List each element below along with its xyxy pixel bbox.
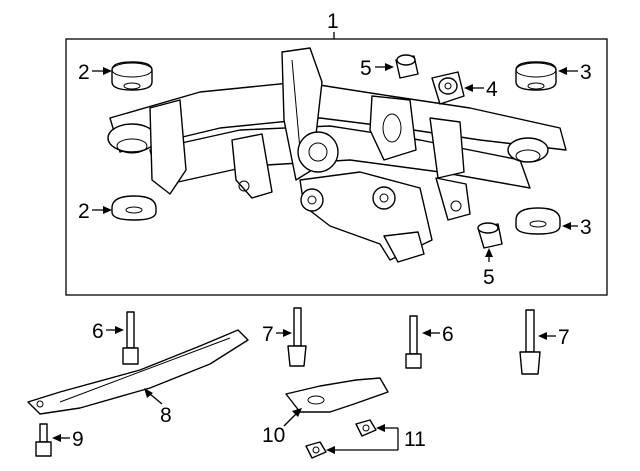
callout-9: 9 xyxy=(72,428,84,451)
bushing-5-upper xyxy=(395,54,419,79)
bolt-7-right xyxy=(519,309,541,375)
callout-7-right: 7 xyxy=(558,326,570,349)
bracket-10 xyxy=(285,377,389,413)
insulator-upper-left xyxy=(111,61,153,91)
bolt-7-left xyxy=(287,307,307,367)
callout-10: 10 xyxy=(262,424,285,447)
callout-6-right: 6 xyxy=(442,323,454,346)
bolt-6-left xyxy=(122,311,139,365)
bushing-5-lower xyxy=(477,222,503,249)
callout-8: 8 xyxy=(160,404,172,427)
callout-3-lower: 3 xyxy=(580,216,592,239)
leader-lines xyxy=(52,63,578,454)
stud-9 xyxy=(35,423,52,457)
callout-11: 11 xyxy=(404,428,426,451)
nut-11-lower xyxy=(305,441,327,459)
callout-4: 4 xyxy=(486,78,498,101)
insulator-lower-left xyxy=(111,195,157,221)
callout-3-upper: 3 xyxy=(580,61,592,84)
nut-11-upper xyxy=(355,419,377,437)
callout-2-lower: 2 xyxy=(78,200,90,223)
callout-5-lower: 5 xyxy=(483,266,495,289)
brace-8 xyxy=(27,329,249,415)
callout-5-upper: 5 xyxy=(360,57,372,80)
bolt-6-right xyxy=(405,315,422,369)
callout-1: 1 xyxy=(327,10,339,33)
insulator-upper-right xyxy=(515,61,557,91)
callout-7-left: 7 xyxy=(262,323,274,346)
crossmember-illustration xyxy=(107,47,567,263)
insulator-lower-right xyxy=(515,207,561,235)
callout-2-upper: 2 xyxy=(78,61,90,84)
assembly-frame-box xyxy=(65,38,608,296)
bushing-4 xyxy=(431,71,465,105)
callout-6-left: 6 xyxy=(92,320,104,343)
